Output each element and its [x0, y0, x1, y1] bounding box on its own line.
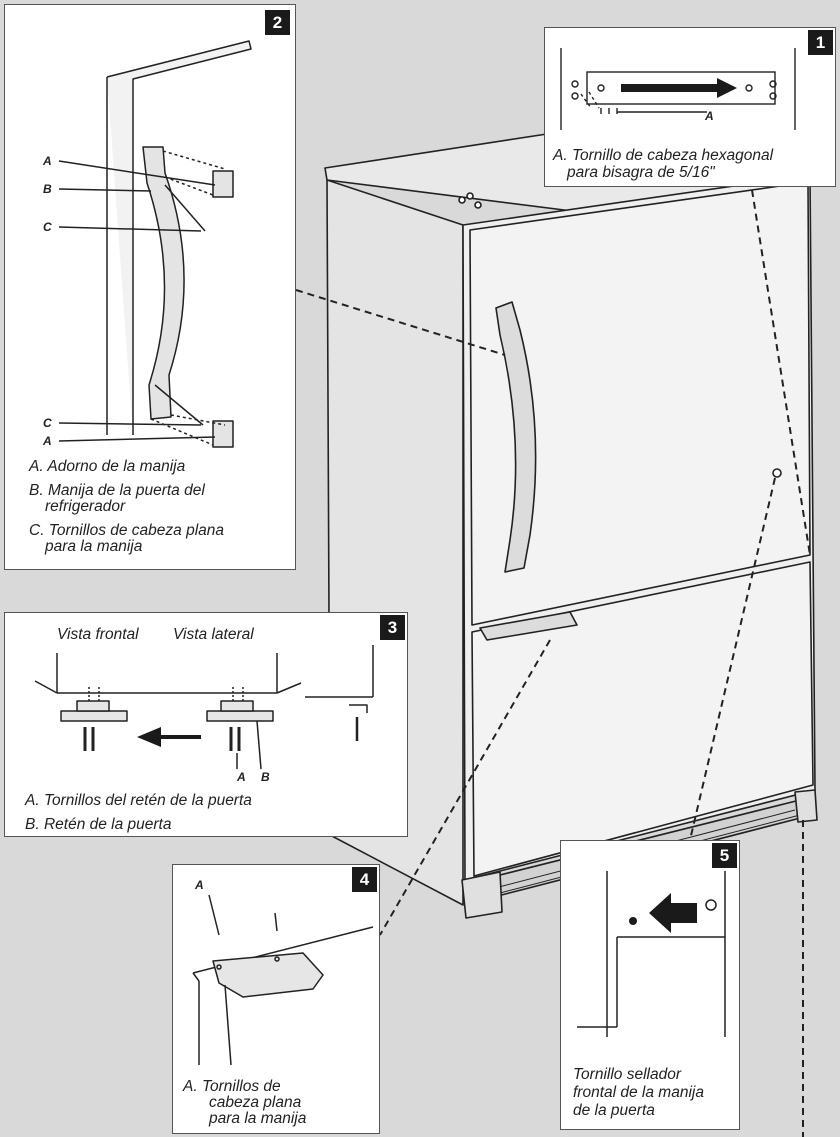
door-stop-illustration: [34, 645, 374, 770]
front-foot-right: [794, 789, 818, 823]
callout-c-top: C: [43, 220, 52, 234]
door-handle: [495, 301, 537, 573]
panel-number-badge: 4: [352, 867, 377, 892]
freezer-handle: [479, 611, 578, 641]
sealer-screw: [772, 468, 782, 478]
hinge-screw-illustration: [560, 48, 796, 130]
panel-5: 5 Tornillo sellador frontal de la manija…: [560, 840, 740, 1130]
callout-a: A: [705, 109, 714, 123]
caption-line3: de la puerta: [573, 1102, 655, 1119]
callout-b: B: [43, 182, 52, 196]
callout-a: A: [195, 878, 204, 892]
legend-line1: A. Tornillos de: [183, 1078, 281, 1095]
lower-door: [471, 561, 814, 877]
legend-c-cont: para la manija: [45, 538, 143, 555]
caption-line1: Tornillo sellador: [573, 1066, 681, 1083]
view-side-label: Vista lateral: [173, 626, 254, 643]
callout-a: A: [237, 770, 246, 784]
leader-panel2: [295, 289, 506, 356]
callout-a-top: A: [43, 154, 52, 168]
panel-number-badge: 2: [265, 10, 290, 35]
callout-b: B: [261, 770, 270, 784]
upper-door: [469, 181, 811, 626]
caption-line1: A. Tornillo de cabeza hexagonal: [553, 147, 774, 164]
callout-c-bottom: C: [43, 416, 52, 430]
legend-a: A. Adorno de la manija: [29, 458, 186, 475]
arrow-right-icon: [621, 78, 737, 98]
legend-b: B. Manija de la puerta del: [29, 482, 205, 499]
freezer-handle-illustration: [192, 894, 374, 1065]
arrow-left-icon: [649, 893, 697, 933]
panel-number-badge: 3: [380, 615, 405, 640]
arrow-left-icon: [137, 727, 201, 747]
legend-b-cont: refrigerador: [45, 498, 126, 515]
legend-a: A. Tornillos del retén de la puerta: [25, 792, 252, 809]
front-foot-left: [461, 871, 503, 919]
leader-panel5: [689, 477, 776, 841]
panel-number-badge: 5: [712, 843, 737, 868]
leader-panel1: [751, 189, 811, 556]
legend-line3: para la manija: [209, 1110, 307, 1127]
caption-line2: para bisagra de 5/16": [567, 164, 715, 181]
callout-a-bottom: A: [43, 434, 52, 448]
panel-4: 4 A A. Tornillos de cabeza plana para la…: [172, 864, 380, 1134]
leader-panel4: [379, 639, 551, 936]
caption-line2: frontal de la manija: [573, 1084, 704, 1101]
panel-number-badge: 1: [808, 30, 833, 55]
panel-3: 3 Vista frontal Vista lateral: [4, 612, 408, 837]
legend-c: C. Tornillos de cabeza plana: [29, 522, 225, 539]
legend-line2: cabeza plana: [209, 1094, 302, 1111]
sealer-screw-illustration: [577, 871, 726, 1037]
door-handle-illustration: [58, 40, 252, 448]
view-front-label: Vista frontal: [57, 626, 139, 643]
panel-1: 1 A A. Tornillo de cabeza hexagonal para…: [544, 27, 836, 187]
panel-2: 2 A B C C A A. Adorno de la manija B.: [4, 4, 296, 570]
legend-b: B. Retén de la puerta: [25, 816, 172, 833]
